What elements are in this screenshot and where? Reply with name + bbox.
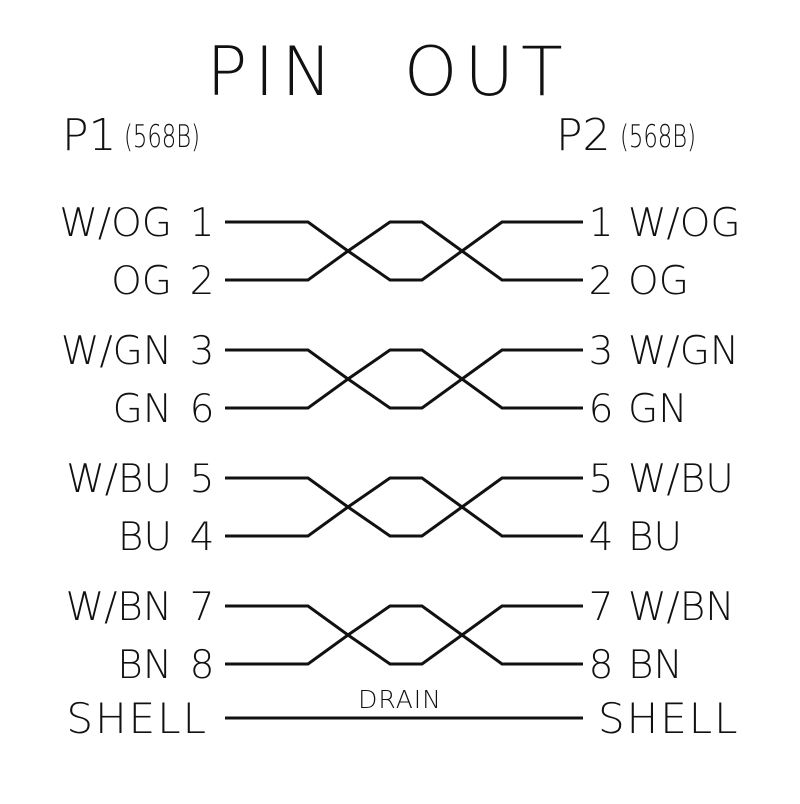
pair-1-top-left-pin: 1 — [190, 201, 215, 246]
connector-p1-label: P1 — [62, 110, 117, 161]
pair-4-top-wire — [225, 604, 583, 666]
connector-p1-standard: (568B) — [124, 119, 200, 155]
diagram-title: PIN OUT — [206, 33, 569, 112]
connector-p2-label: P2 — [556, 110, 611, 161]
pair-2-top-left-pin: 3 — [190, 329, 215, 374]
drain-label: DRAIN — [358, 685, 442, 714]
pair-3-top-wire — [225, 476, 583, 538]
pair-1-bottom-right-name: OG — [628, 259, 689, 304]
wire-pair-1: W/OG 1 1 W/OG OG 2 2 OG — [59, 201, 740, 304]
shell-right-label: SHELL — [598, 694, 740, 743]
pair-3-top-right-name: W/BU — [628, 457, 734, 502]
pair-1-top-right-name: W/OG — [628, 201, 741, 246]
pair-2-bottom-left-pin: 6 — [190, 387, 215, 432]
pair-3-top-left-name: W/BU — [66, 457, 172, 502]
pair-2-bottom-left-name: GN — [113, 387, 172, 432]
pair-2-bottom-right-pin: 6 — [589, 387, 614, 432]
pair-2-bottom-right-name: GN — [628, 387, 687, 432]
pair-4-bottom-wire — [225, 604, 583, 666]
wire-pair-4: W/BN 7 7 W/BN BN 8 8 BN — [66, 585, 735, 688]
pair-1-bottom-left-name: OG — [111, 259, 172, 304]
pair-1-bottom-left-pin: 2 — [190, 259, 215, 304]
pair-3-top-left-pin: 5 — [190, 457, 215, 502]
pair-1-top-right-pin: 1 — [589, 201, 614, 246]
pair-4-bottom-right-name: BN — [628, 643, 683, 688]
pair-4-top-right-name: W/BN — [628, 585, 734, 630]
pair-4-bottom-left-pin: 8 — [190, 643, 215, 688]
pair-3-bottom-left-name: BU — [118, 515, 172, 560]
pair-4-top-left-name: W/BN — [66, 585, 172, 630]
pair-1-bottom-right-pin: 2 — [589, 259, 614, 304]
pair-2-top-wire — [225, 348, 583, 410]
pair-4-bottom-right-pin: 8 — [589, 643, 614, 688]
pair-2-top-left-name: W/GN — [61, 329, 172, 374]
pair-4-bottom-left-name: BN — [117, 643, 172, 688]
wire-pair-3: W/BU 5 5 W/BU BU 4 4 BU — [66, 457, 734, 560]
shell-left-label: SHELL — [66, 694, 208, 743]
pair-1-bottom-wire — [225, 220, 583, 282]
shell-connection: DRAIN SHELL SHELL — [66, 685, 740, 743]
pair-3-bottom-wire — [225, 476, 583, 538]
pair-3-bottom-right-pin: 4 — [589, 515, 614, 560]
pair-3-top-right-pin: 5 — [589, 457, 614, 502]
pair-3-bottom-left-pin: 4 — [190, 515, 215, 560]
wire-pair-2: W/GN 3 3 W/GN GN 6 6 GN — [61, 329, 739, 432]
pair-2-bottom-wire — [225, 348, 583, 410]
pair-2-top-right-name: W/GN — [628, 329, 739, 374]
pair-3-bottom-right-name: BU — [628, 515, 682, 560]
pair-4-top-left-pin: 7 — [190, 585, 215, 630]
pair-1-top-wire — [225, 220, 583, 282]
pair-2-top-right-pin: 3 — [589, 329, 614, 374]
pair-4-top-right-pin: 7 — [589, 585, 614, 630]
connector-p2-standard: (568B) — [620, 119, 696, 155]
pair-1-top-left-name: W/OG — [59, 201, 172, 246]
